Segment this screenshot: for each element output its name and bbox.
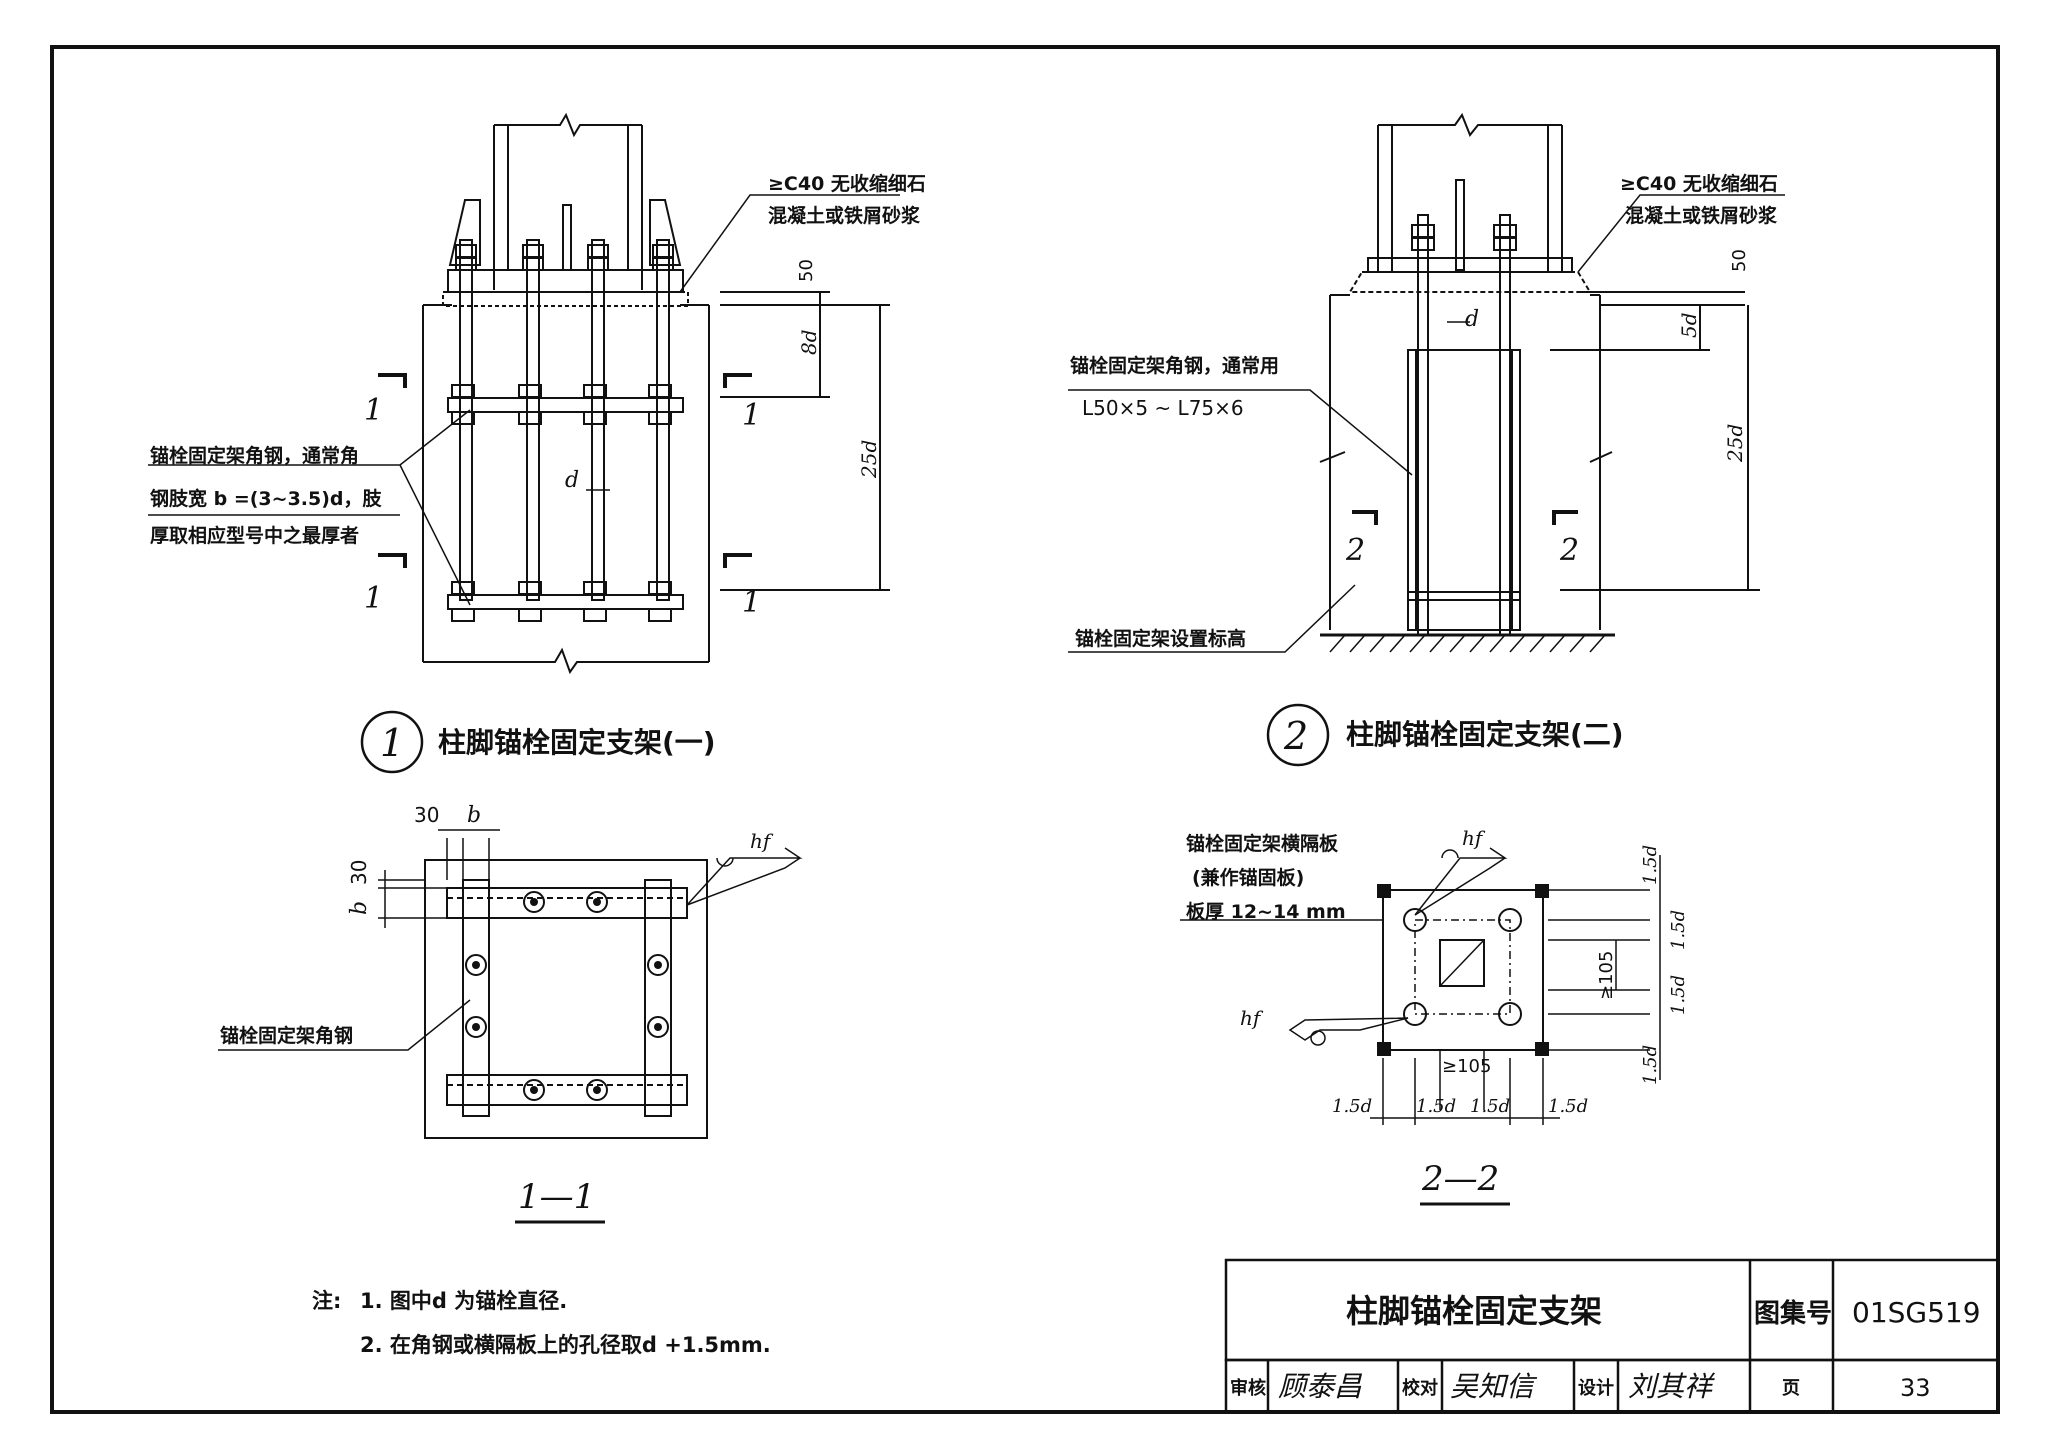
detail2-grout-label-1: ≥C40 无收缩细石 — [1620, 172, 1778, 195]
detail1-dim-d: d — [565, 468, 579, 493]
detail1-section-label-b: 1 — [742, 398, 761, 433]
detail1-angle-note-2: 钢肢宽 b =(3~3.5)d，肢 — [150, 487, 383, 510]
s11-dim-b-top: b — [467, 803, 481, 828]
s22-weld-left: hf — [1240, 1006, 1264, 1030]
detail1-section-label-a: 1 — [364, 393, 383, 428]
detail2-elev-note: 锚栓固定架设置标高 — [1075, 627, 1246, 650]
s11-angle-label: 锚栓固定架角钢 — [220, 1024, 353, 1047]
tb-atlas-label: 图集号 — [1754, 1298, 1832, 1329]
detail2-section-label-a: 2 — [1345, 533, 1365, 568]
detail2-title: 柱脚锚栓固定支架(二) — [1346, 718, 1624, 751]
s11-dim-30a: 30 — [414, 803, 439, 827]
section-1-1-plan — [218, 829, 803, 1139]
s22-dim-15d-b1: 1.5d — [1332, 1096, 1372, 1117]
detail2-section-label-b: 2 — [1559, 533, 1579, 568]
detail1-dim-50: 50 — [796, 259, 817, 282]
s22-dim-15d-r2: 1.5d — [1668, 910, 1689, 950]
tb-designer: 刘其祥 — [1628, 1370, 1715, 1403]
detail2-angle-note-2: L50×5 ~ L75×6 — [1082, 396, 1244, 420]
section-2-2-plan — [1180, 847, 1661, 1125]
detail1-marker: 1 — [380, 721, 404, 765]
detail1-grout-label-2: 混凝土或铁屑砂浆 — [768, 204, 921, 227]
tb-checker: 吴知信 — [1450, 1370, 1538, 1403]
s22-plate-note-1: 锚栓固定架横隔板 — [1186, 832, 1339, 855]
detail2-dim-50: 50 — [1729, 249, 1750, 272]
detail1-title: 柱脚锚栓固定支架(一) — [438, 726, 716, 759]
note-2: 2. 在角钢或横隔板上的孔径取d +1.5mm. — [360, 1333, 771, 1357]
s22-dim-15d-b3: 1.5d — [1470, 1096, 1510, 1117]
s22-title: 2—2 — [1421, 1159, 1499, 1199]
s22-dim-15d-b2: 1.5d — [1416, 1096, 1456, 1117]
detail1-section-label-c: 1 — [364, 581, 383, 616]
tb-page-label: 页 — [1782, 1378, 1800, 1399]
detail2-angle-note-1: 锚栓固定架角钢，通常用 — [1070, 354, 1279, 377]
detail1-grout-label-1: ≥C40 无收缩细石 — [768, 172, 926, 195]
s22-dim-105-v: ≥105 — [1596, 951, 1617, 1000]
detail2-marker-circle — [1266, 703, 1330, 767]
note-1: 1. 图中d 为锚栓直径. — [360, 1289, 567, 1313]
s11-weld: hf — [750, 829, 774, 853]
detail1-section-label-d: 1 — [742, 585, 761, 620]
tb-design-label: 设计 — [1578, 1377, 1614, 1399]
detail1-dim-25d: 25d — [857, 440, 881, 479]
s11-dim-b-side: b — [347, 901, 372, 915]
s22-weld-top: hf — [1462, 826, 1486, 850]
s22-dim-15d-r4: 1.5d — [1640, 1045, 1661, 1085]
s22-plate-note-3: 板厚 12~14 mm — [1186, 900, 1346, 923]
s22-dim-15d-r3: 1.5d — [1668, 975, 1689, 1015]
tb-review-label: 审核 — [1230, 1377, 1266, 1399]
notes-prefix: 注: — [312, 1289, 341, 1313]
s22-plate-note-2: (兼作锚固板) — [1192, 866, 1304, 889]
tb-atlas-no: 01SG519 — [1852, 1296, 1981, 1329]
detail2-dim-25d: 25d — [1723, 424, 1747, 463]
tb-check-label: 校对 — [1402, 1377, 1438, 1399]
tb-reviewer: 顾泰昌 — [1278, 1370, 1363, 1403]
s11-title: 1—1 — [518, 1177, 595, 1217]
detail2-dim-d: d — [1465, 307, 1479, 332]
detail1-dim-8d: 8d — [797, 329, 821, 355]
detail1-marker-circle — [360, 710, 424, 774]
s11-dim-30b: 30 — [347, 860, 371, 885]
s22-dim-15d-r1: 1.5d — [1640, 845, 1661, 885]
detail2-marker: 2 — [1283, 714, 1308, 758]
tb-page-no: 33 — [1900, 1374, 1931, 1402]
detail-1-elevation — [148, 112, 900, 675]
sheet-border — [50, 45, 2000, 1414]
s22-dim-15d-b4: 1.5d — [1548, 1096, 1588, 1117]
title-block — [1224, 1258, 2000, 1414]
detail1-angle-note-1: 锚栓固定架角钢，通常角 — [150, 444, 359, 467]
detail1-angle-note-3: 厚取相应型号中之最厚者 — [150, 524, 359, 547]
s22-dim-105-h: ≥105 — [1442, 1056, 1491, 1077]
detail-2-elevation — [1068, 112, 1785, 653]
detail2-grout-label-2: 混凝土或铁屑砂浆 — [1625, 204, 1778, 227]
tb-title: 柱脚锚栓固定支架 — [1346, 1292, 1602, 1330]
detail2-dim-5d: 5d — [1677, 312, 1701, 338]
